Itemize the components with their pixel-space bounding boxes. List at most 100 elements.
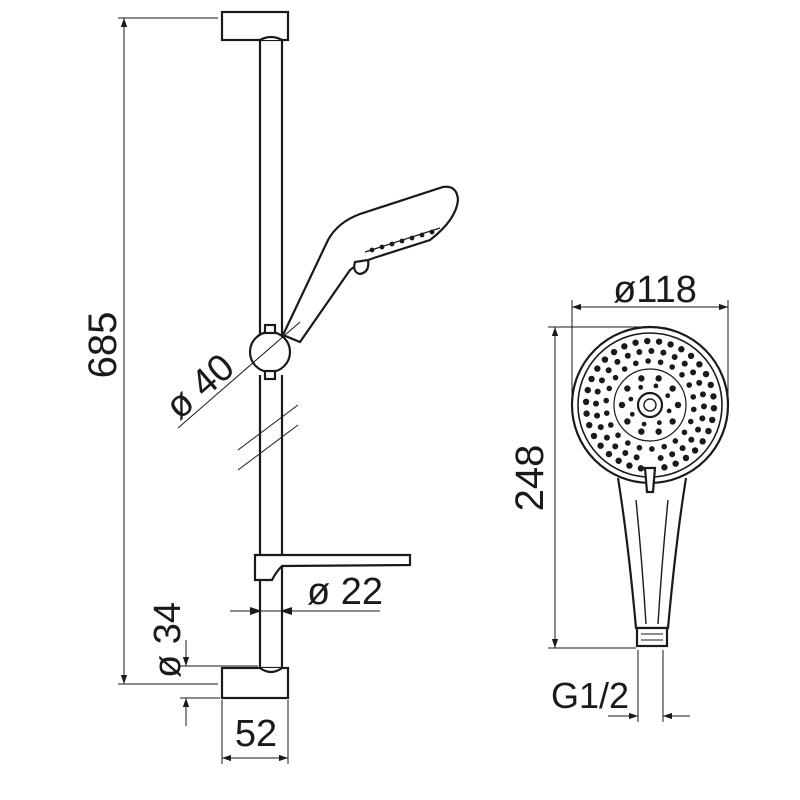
nozzle-dot [681,360,688,367]
nozzle-dot [649,446,655,452]
nozzle-dot [637,465,645,472]
nozzle-dot [584,386,591,394]
nozzle-dot [686,382,693,388]
hand-shower-handle [616,477,688,630]
nozzle-dot [597,424,604,431]
nozzle-dot [690,369,697,376]
nozzle-dot [699,438,706,445]
nozzle-dot [679,371,685,378]
nozzle-dot [709,416,716,424]
nozzle-dot [687,352,695,360]
nozzle-dot [657,454,664,461]
shower-rail-assembly [220,10,460,700]
nozzle-dot [593,400,600,407]
head-diameter-label: ø118 [613,269,697,311]
nozzle-dot [624,385,631,392]
nozzle-dot [672,460,679,467]
nozzle-dot [586,421,593,429]
nozzle-dot [594,412,601,419]
dimension-base-diameter: ø 34 [147,602,258,726]
nozzle-dot [618,401,626,409]
nozzle-dot [690,394,697,400]
nozzle-dot [648,348,655,355]
spray-nozzles [582,337,718,472]
nozzle-dot [655,375,662,382]
handshower-length-label: 248 [508,445,552,512]
nozzle-dot [624,418,631,425]
nozzle-dot [588,375,595,383]
nozzle-dot [661,464,668,471]
nozzle-dot [666,408,672,414]
nozzle-dot [688,436,695,443]
total-height-label: 685 [81,312,125,379]
nozzle-dot [710,405,718,412]
nozzle-dot [655,428,662,435]
dimension-handshower-length: 248 [508,326,640,649]
nozzle-dot [653,383,659,389]
bottom-wall-mount [220,666,290,700]
nozzle-dot [696,379,703,386]
nozzle-dot [632,339,639,346]
nozzle-dot [672,438,679,444]
nozzle-dot [687,418,694,425]
nozzle-dot [603,397,610,404]
nozzle-dot [601,356,609,363]
nozzle-dot [594,365,601,372]
nozzle-dot [607,422,614,428]
spray-selector-tab [643,466,657,494]
dimension-base-width: 52 [221,700,289,764]
nozzle-dot [633,454,640,461]
nozzle-dot [700,403,707,410]
nozzle-dot [696,361,703,368]
dimension-connection-thread: G1/2 [551,650,690,722]
nozzle-dot [638,384,644,390]
nozzle-dot [660,349,667,356]
swivel-bracket [248,330,292,374]
nozzle-dot [699,391,706,398]
dimension-head-diameter: ø118 [571,269,729,405]
nozzle-dot [606,385,613,392]
bar-diameter-label: ø 22 [307,571,383,613]
center-nozzle [636,391,664,419]
connection-thread-label: G1/2 [551,675,629,716]
nozzle-dot [681,429,688,436]
nozzle-dot [665,393,671,399]
nozzle-dot [597,442,604,449]
nozzle-dot [605,367,612,374]
nozzle-dot [638,428,645,435]
nozzle-dot [605,450,613,458]
base-diameter-label: ø 34 [147,602,189,678]
nozzle-dot [628,396,634,402]
nozzle-dot [707,381,714,389]
base-width-label: 52 [235,713,277,755]
nozzle-dot [624,352,631,359]
nozzle-dot [615,432,621,439]
nozzle-dot [598,377,605,384]
nozzle-dot [667,341,674,348]
hand-shower-front [570,325,730,648]
nozzle-dot [590,432,598,440]
nozzle-dot [669,385,676,392]
nozzle-dot [645,358,651,364]
nozzle-dot [644,337,651,345]
nozzle-dot [657,359,664,366]
nozzle-dot [612,443,619,450]
nozzle-dot [625,440,631,446]
nozzle-dot [710,393,717,400]
nozzle-dot [629,411,635,417]
nozzle-dot [669,451,676,458]
nozzle-dot [674,401,682,409]
hose-connector [635,626,669,648]
soap-shelf [253,553,412,582]
nozzle-dot [655,338,663,345]
top-wall-mount [220,10,290,42]
nozzle-dot [621,343,628,350]
nozzle-dot [636,349,643,356]
dimension-bar-diameter: ø 22 [230,571,383,615]
hand-shower-side [281,185,460,344]
rail-break-mark [237,424,299,471]
nozzle-dot [669,364,675,370]
dimension-total-height: 685 [81,17,218,685]
nozzle-dot [691,447,699,454]
